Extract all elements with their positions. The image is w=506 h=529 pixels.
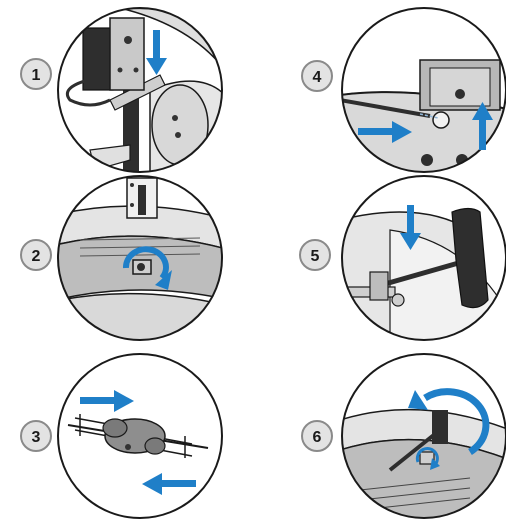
step-3-illustration [58,354,222,518]
step-2-number: 2 [32,248,41,265]
step-1-illustration [58,8,222,172]
step-5-illustration [342,176,506,340]
step-5-panel: 5 [299,175,506,341]
down-arrow-icon [146,30,167,75]
step-6-frame [341,353,506,519]
step-4-panel: 4 [301,7,506,173]
step-6-number: 6 [313,429,322,446]
left-arrow-icon [142,473,196,495]
step-3-panel: 3 [20,353,223,519]
step-3-badge: 3 [20,420,52,452]
down-arrow-icon [400,205,421,250]
step-2-badge: 2 [20,239,52,271]
step-5-frame [341,175,506,341]
up-arrow-icon [472,102,493,150]
step-4-badge: 4 [301,60,333,92]
step-5-badge: 5 [299,239,331,271]
step-3-frame [57,353,223,519]
step-1-number: 1 [32,67,41,84]
step-1-badge: 1 [20,58,52,90]
step-4-illustration [342,8,506,172]
step-6-panel: 6 [301,353,506,519]
step-1-frame [57,7,223,173]
step-2-illustration [58,176,222,340]
step-5-number: 5 [311,248,320,265]
step-2-frame [57,175,223,341]
step-6-badge: 6 [301,420,333,452]
step-4-frame [341,7,506,173]
rotate-arrow-icon [122,246,172,290]
right-arrow-icon [80,390,134,412]
step-4-number: 4 [313,69,322,86]
step-1-panel: 1 [20,7,223,173]
step-2-panel: 2 [20,175,223,341]
rotate-arrow-icon [408,388,490,470]
step-3-number: 3 [32,429,41,446]
insert-arrow-icon [358,121,412,143]
